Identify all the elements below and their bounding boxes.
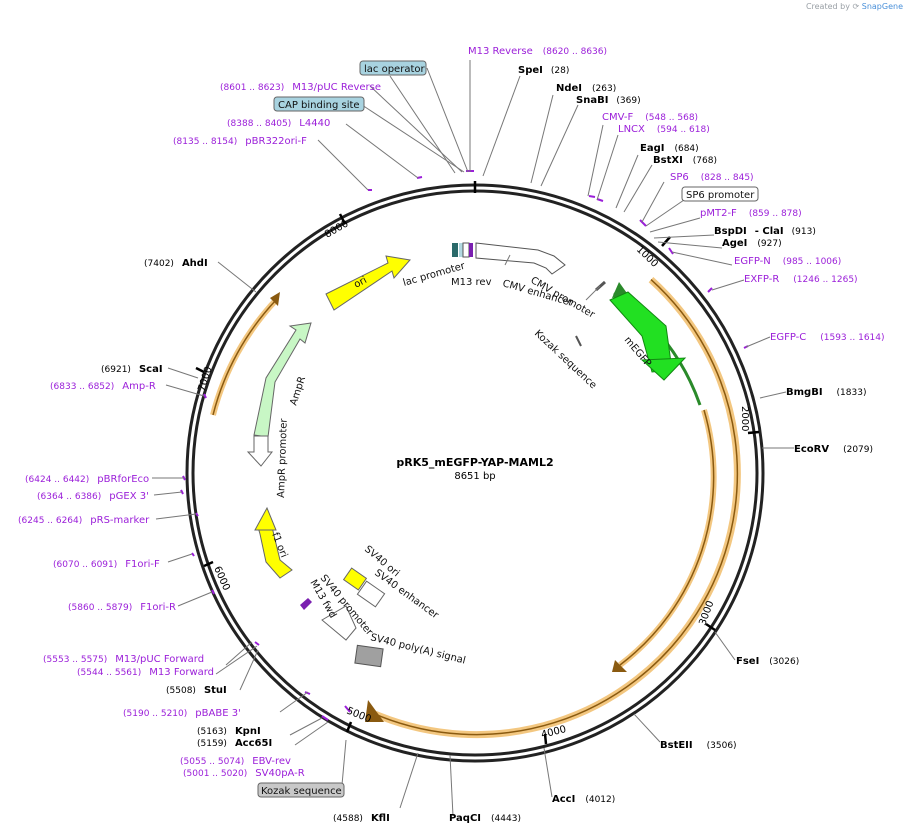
plasmid-size: 8651 bp <box>454 471 495 482</box>
sp6-promoter-label: SP6 promoter <box>686 190 755 201</box>
enzyme-SnaBI: SnaBI(369) <box>576 95 641 106</box>
primer-EGFP-N: EGFP-N(985 .. 1006) <box>734 256 841 267</box>
feature-M13-rev: M13 rev <box>451 277 492 288</box>
snapgene-credit: Created by ⟳ SnapGene <box>806 2 903 11</box>
enzyme-BstXI: BstXI(768) <box>653 155 717 166</box>
sv40-promoter-arrow <box>321 605 357 641</box>
enzyme-AhdI: (7402)AhdI <box>144 258 208 269</box>
primer-M13-pUC-Reverse: (8601 .. 8623)M13/pUC Reverse <box>220 82 381 93</box>
enzyme-NdeI: NdeI(263) <box>556 83 616 94</box>
sv40-ori-box <box>342 567 368 591</box>
primer-F1ori-F: (6070 .. 6091)F1ori-F <box>53 559 160 570</box>
kozak-box <box>257 782 345 798</box>
feature-SV40-polyA: SV40 poly(A) signal <box>369 632 466 666</box>
sp6-promoter-box <box>681 186 759 202</box>
credit-brand: SnapGene <box>861 2 903 11</box>
cap-binding-site-box <box>273 96 365 112</box>
orf-arc-left-arrow <box>270 292 280 306</box>
f1-ori-arrowhead <box>254 506 277 531</box>
orf-arc-inner-line <box>619 409 715 666</box>
enzyme-AccI: AccI(4012) <box>552 794 615 805</box>
leader-lines <box>152 60 794 817</box>
orf-arc-arrow <box>365 700 384 722</box>
primer-L4440: (8388 .. 8405)L4440 <box>227 118 330 129</box>
feature-Kozak: Kozak sequence <box>532 328 599 391</box>
lac-operator-mark <box>452 243 458 257</box>
primer-F1ori-R: (5860 .. 5879)F1ori-R <box>68 602 176 613</box>
mEGFP-arrowhead <box>640 357 687 381</box>
feature-AmpR-promoter: AmpR promoter <box>276 417 290 498</box>
enzyme-AgeI: AgeI(927) <box>722 238 782 249</box>
m13-fwd-mark <box>300 598 312 610</box>
primer-Amp-R: (6833 .. 6852)Amp-R <box>50 381 156 392</box>
ampR-arrow <box>253 322 312 438</box>
primer-EGFP-C: EGFP-C(1593 .. 1614) <box>770 332 885 343</box>
cap-binding-site-label: CAP binding site <box>278 100 360 111</box>
ampR-promoter-arrow <box>246 435 274 467</box>
cmv-enhancer-arrow <box>475 242 566 275</box>
primer-SP6: SP6(828 .. 845) <box>670 172 754 183</box>
enzyme-EcoRV: EcoRV(2079) <box>794 444 873 455</box>
sv40-polyA-box <box>354 644 384 668</box>
lac-operator-box <box>359 60 427 76</box>
feature-ori: ori <box>352 275 369 291</box>
enzyme-StuI: (5508)StuI <box>166 685 227 696</box>
lac-cap-mark <box>459 243 463 257</box>
lac-promoter-mark <box>462 242 470 258</box>
primer-M13-Forward: (5544 .. 5561)M13 Forward <box>77 667 214 678</box>
enzyme-BspDI: BspDI- ClaI(913) <box>714 226 816 237</box>
ori-arrow <box>325 255 411 311</box>
sv40-enhancer-box <box>356 580 386 608</box>
tick-2000: 2000 <box>739 406 750 431</box>
snapgene-logo-icon: ⟳ <box>852 2 860 11</box>
feature-AmpR: AmpR <box>288 375 308 407</box>
enzyme-Acc65I: (5159)Acc65I <box>197 738 272 749</box>
enzyme-PaqCI: PaqCI(4443) <box>449 813 521 824</box>
enzyme-BstEII: BstEII(3506) <box>660 740 737 751</box>
enzyme-KflI: (4588)KflI <box>333 813 390 824</box>
orf-arc-inner <box>618 409 717 668</box>
enzyme-FseI: FseI(3026) <box>736 656 799 667</box>
primer-pRS-marker: (6245 .. 6264)pRS-marker <box>18 515 150 526</box>
f1-ori-arrow <box>257 526 293 579</box>
orf-arc-inner-arrow <box>612 660 627 672</box>
enzyme-KpnI: (5163)KpnI <box>197 726 261 737</box>
primer-pMT2-F: pMT2-F(859 .. 878) <box>700 208 802 219</box>
primer-M13-pUC-Forward: (5553 .. 5575)M13/pUC Forward <box>43 654 204 665</box>
orf-arc-left-line <box>212 299 277 416</box>
plasmid-name: pRK5_mEGFP-YAP-MAML2 <box>396 456 553 469</box>
enzyme-BmgBI: BmgBI(1833) <box>786 387 866 398</box>
credit-prefix: Created by <box>805 2 850 11</box>
kozak-box-label: Kozak sequence <box>261 786 342 797</box>
primer-pGEX-3: (6364 .. 6386)pGEX 3' <box>37 491 149 502</box>
primer-CMV-F: CMV-F(548 .. 568) <box>602 112 698 123</box>
enzyme-SpeI: SpeI(28) <box>518 65 569 76</box>
kozak-mark <box>575 335 582 347</box>
primer-EXFP-R: EXFP-R(1246 .. 1265) <box>744 274 858 285</box>
primer-pBR322ori-F: (8135 .. 8154)pBR322ori-F <box>173 136 307 147</box>
primer-pBABE-3: (5190 .. 5210)pBABE 3' <box>123 708 241 719</box>
enzyme-ScaI: (6921)ScaI <box>101 364 163 375</box>
m13-rev-mark <box>469 243 473 257</box>
primer-LNCX: LNCX(594 .. 618) <box>618 124 710 135</box>
ruler-ticks <box>195 181 760 745</box>
primer-EBV-rev: (5055 .. 5074)EBV-rev <box>180 756 291 767</box>
lac-operator-label: lac operator <box>364 64 425 75</box>
primer-SV40pA-R: (5001 .. 5020)SV40pA-R <box>183 768 305 779</box>
orf-arc-right-line <box>375 279 739 736</box>
primer-pBRforEco: (6424 .. 6442)pBRforEco <box>25 474 149 485</box>
enzyme-EagI: EagI(684) <box>640 143 699 154</box>
primer-M13-Reverse: M13 Reverse(8620 .. 8636) <box>468 46 607 57</box>
